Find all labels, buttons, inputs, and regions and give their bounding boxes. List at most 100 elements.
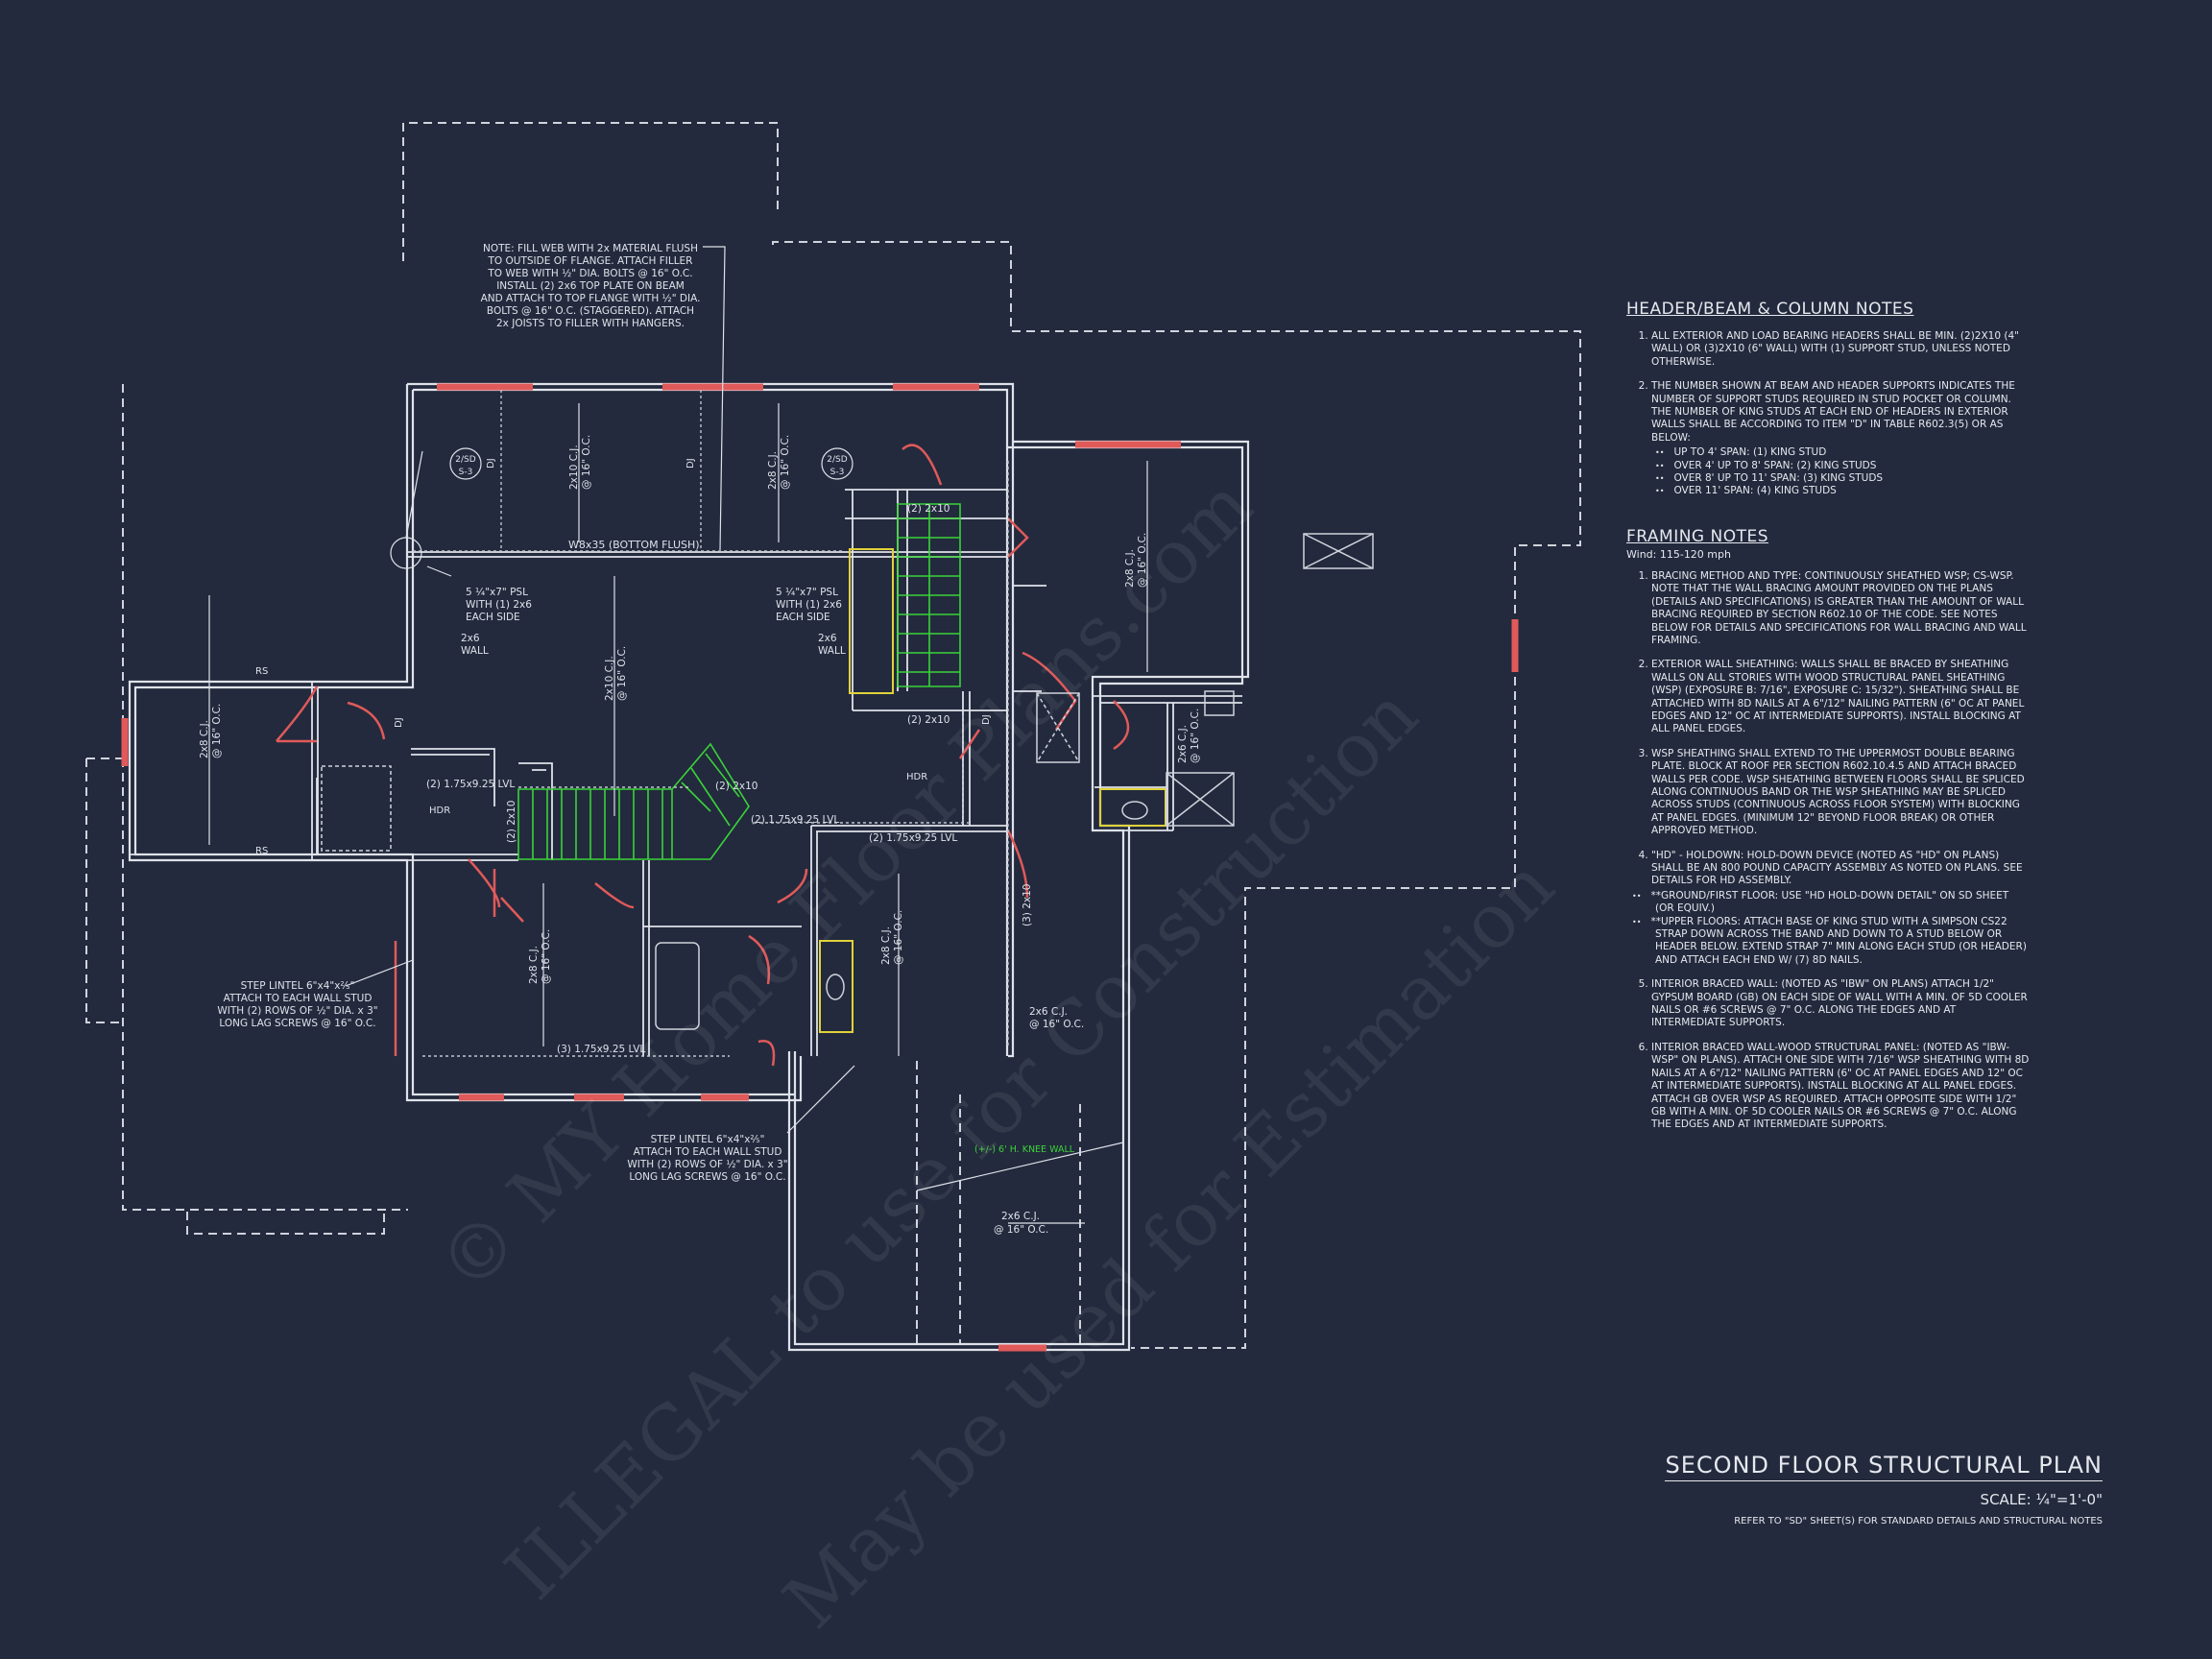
joist-label: @ 16" O.C.: [1137, 533, 1148, 588]
wall-label: 2x6: [461, 633, 480, 644]
plan-text-labels: NOTE: FILL WEB WITH 2x MATERIAL FLUSH TO…: [199, 243, 1201, 1236]
framing-note-item: BRACING METHOD AND TYPE: CONTINUOUSLY SH…: [1651, 570, 2030, 647]
detail-tags: 2/SD S-3 2/SD S-3: [455, 455, 847, 477]
web-note-line: NOTE: FILL WEB WITH 2x MATERIAL FLUSH: [483, 243, 698, 254]
joist-label: @ 16" O.C.: [541, 929, 552, 984]
header-markers-red: [121, 383, 1519, 1352]
holdown-item: **UPPER FLOORS: ATTACH BASE OF KING STUD…: [1650, 916, 2030, 968]
hdr-label: HDR: [906, 772, 927, 782]
psl-line: EACH SIDE: [776, 612, 830, 623]
knee-wall-label: (+/-) 6' H. KNEE WALL: [974, 1144, 1075, 1155]
wall-label: WALL: [461, 645, 489, 657]
holdown-item: **GROUND/FIRST FLOOR: USE "HD HOLD-DOWN …: [1650, 890, 2030, 916]
drawing-scale: SCALE: ¼"=1'-0": [1980, 1491, 2103, 1508]
header-notes-heading: HEADER/BEAM & COLUMN NOTES: [1626, 300, 1914, 319]
joist-label: @ 16" O.C.: [581, 435, 592, 490]
lintel-line: STEP LINTEL 6"x4"x⅖": [651, 1134, 765, 1145]
header-label: (2) 2x10: [715, 781, 757, 792]
lintel-line: ATTACH TO EACH WALL STUD: [224, 993, 373, 1004]
king-stud-list: UP TO 4' SPAN: (1) KING STUD OVER 4' UP …: [1655, 446, 2030, 498]
framing-note-item: INTERIOR BRACED WALL: (NOTED AS "IBW" ON…: [1651, 978, 2030, 1030]
detail-tag: S-3: [459, 468, 473, 477]
header-label: (3) 2x10: [1022, 884, 1033, 926]
framing-note-item: "HD" - HOLDOWN: HOLD-DOWN DEVICE (NOTED …: [1650, 850, 2030, 968]
leader-lines: [345, 246, 1124, 1191]
psl-line: 5 ¼"x7" PSL: [466, 587, 528, 598]
dj-label: DJ: [981, 714, 992, 725]
notes-panel: HEADER/BEAM & COLUMN NOTES ALL EXTERIOR …: [1626, 300, 2030, 1153]
lvl-label: (2) 1.75x9.25 LVL: [869, 832, 957, 844]
joist-label: 2x10 C.J.: [604, 656, 615, 701]
joist-label: 2x8 C.J.: [199, 720, 210, 758]
detail-tag: 2/SD: [455, 455, 475, 465]
step-lintel-left: STEP LINTEL 6"x4"x⅖" ATTACH TO EACH WALL…: [217, 980, 377, 1029]
framing-note-item: INTERIOR BRACED WALL-WOOD STRUCTURAL PAN…: [1651, 1042, 2030, 1132]
lvl-label: (2) 1.75x9.25 LVL: [751, 814, 839, 826]
framing-note-item: WSP SHEATHING SHALL EXTEND TO THE UPPERM…: [1651, 748, 2030, 838]
framing-notes-heading: FRAMING NOTES: [1626, 526, 1769, 546]
header-label: (2) 2x10: [506, 801, 517, 843]
web-note-line: TO OUTSIDE OF FLANGE. ATTACH FILLER: [488, 255, 693, 267]
fixtures-yellow: [819, 548, 1166, 1033]
beam-label: W8x35 (BOTTOM FLUSH): [568, 539, 700, 551]
king-stud-item: UP TO 4' SPAN: (1) KING STUD: [1673, 446, 2030, 459]
framing-notes-list: BRACING METHOD AND TYPE: CONTINUOUSLY SH…: [1626, 570, 2030, 1132]
beams-and-joists: [413, 390, 1009, 1057]
king-stud-item: OVER 11' SPAN: (4) KING STUDS: [1673, 485, 2030, 497]
step-lintel-bottom: STEP LINTEL 6"x4"x⅖" ATTACH TO EACH WALL…: [627, 1134, 787, 1183]
wind-speed: Wind: 115-120 mph: [1626, 547, 1731, 561]
holdown-list: **GROUND/FIRST FLOOR: USE "HD HOLD-DOWN …: [1650, 890, 2030, 968]
joist-label: 2x6 C.J.: [1177, 725, 1189, 763]
joist-label: 2x6 C.J.: [1001, 1211, 1040, 1222]
king-stud-item: OVER 8' UP TO 11' SPAN: (3) KING STUDS: [1673, 472, 2030, 485]
lintel-line: LONG LAG SCREWS @ 16" O.C.: [219, 1018, 375, 1029]
framing-note-item: EXTERIOR WALL SHEATHING: WALLS SHALL BE …: [1651, 659, 2030, 735]
joist-label: @ 16" O.C.: [211, 704, 223, 758]
lintel-line: LONG LAG SCREWS @ 16" O.C.: [629, 1171, 785, 1183]
psl-line: 5 ¼"x7" PSL: [776, 587, 838, 598]
plumbing-fixtures: [321, 533, 1374, 1030]
joist-label: @ 16" O.C.: [893, 910, 904, 965]
lintel-line: WITH (2) ROWS OF ½" DIA. x 3": [217, 1005, 377, 1017]
web-note-line: TO WEB WITH ½" DIA. BOLTS @ 16" O.C.: [487, 268, 692, 279]
lvl-label: (2) 1.75x9.25 LVL: [426, 779, 515, 790]
joist-label: @ 16" O.C.: [1190, 709, 1201, 763]
joist-labels: 2x10 C.J. @ 16" O.C. 2x8 C.J. @ 16" O.C.…: [199, 435, 1201, 1236]
rs-label: RS: [255, 666, 268, 677]
joist-label: 2x6 C.J.: [1029, 1006, 1068, 1018]
lintel-line: ATTACH TO EACH WALL STUD: [634, 1146, 782, 1158]
header-note-item: ALL EXTERIOR AND LOAD BEARING HEADERS SH…: [1651, 330, 2030, 369]
web-note-line: AND ATTACH TO TOP FLANGE WITH ½" DIA.: [481, 293, 701, 304]
header-note-item: THE NUMBER SHOWN AT BEAM AND HEADER SUPP…: [1651, 380, 2030, 498]
staircases: [517, 503, 961, 860]
king-stud-item: OVER 4' UP TO 8' SPAN: (2) KING STUDS: [1673, 460, 2030, 472]
header-label: (2) 2x10: [907, 714, 950, 726]
door-swings: [276, 444, 1130, 1067]
dimension-arrows: [208, 403, 1148, 1224]
joist-label: 2x8 C.J.: [767, 451, 779, 490]
joist-label: @ 16" O.C.: [780, 435, 791, 490]
joist-label: 2x8 C.J.: [880, 926, 892, 965]
web-fill-note: NOTE: FILL WEB WITH 2x MATERIAL FLUSH TO…: [481, 243, 701, 329]
psl-line: WITH (1) 2x6: [776, 599, 842, 611]
joist-label: @ 16" O.C.: [1029, 1019, 1084, 1030]
lintel-line: WITH (2) ROWS OF ½" DIA. x 3": [627, 1159, 787, 1170]
wall-label: WALL: [818, 645, 846, 657]
psl-line: WITH (1) 2x6: [466, 599, 532, 611]
detail-tag: S-3: [830, 468, 845, 477]
hdr-label: HDR: [429, 805, 450, 816]
header-note-text: THE NUMBER SHOWN AT BEAM AND HEADER SUPP…: [1651, 380, 2015, 444]
psl-line: EACH SIDE: [466, 612, 520, 623]
header-notes-list: ALL EXTERIOR AND LOAD BEARING HEADERS SH…: [1626, 330, 2030, 498]
header-label: (2) 2x10: [907, 503, 950, 515]
drawing-title: SECOND FLOOR STRUCTURAL PLAN: [1665, 1452, 2103, 1481]
joist-label: @ 16" O.C.: [994, 1224, 1048, 1236]
web-note-line: INSTALL (2) 2x6 TOP PLATE ON BEAM: [496, 280, 685, 292]
web-note-line: BOLTS @ 16" O.C. (STAGGERED). ATTACH: [487, 305, 694, 317]
wall-label: 2x6: [818, 633, 837, 644]
refer-note: REFER TO "SD" SHEET(S) FOR STANDARD DETA…: [1734, 1516, 2103, 1527]
dj-label: DJ: [486, 458, 496, 469]
dj-label: DJ: [685, 458, 696, 469]
joist-label: 2x8 C.J.: [1124, 549, 1136, 588]
